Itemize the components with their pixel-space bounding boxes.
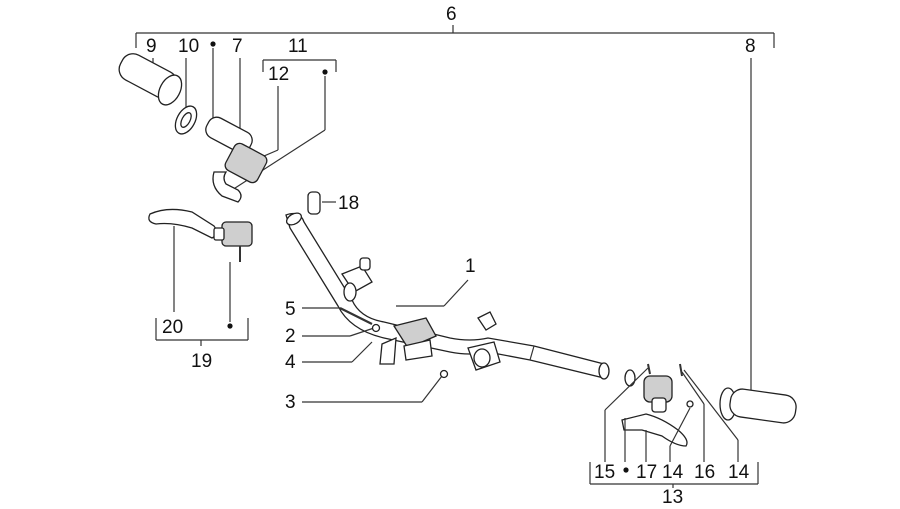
label-9: 9 [146, 36, 157, 57]
handlebar-tube [285, 191, 610, 380]
label-11: 11 [288, 36, 308, 57]
leader-4-b [351, 341, 373, 363]
screw-15 [647, 363, 651, 375]
label-7: 7 [232, 36, 243, 57]
right-brake-lever [621, 413, 688, 447]
left-grip [118, 53, 183, 106]
marker-dot-10 [210, 41, 216, 47]
leader-2-b [349, 327, 375, 337]
label-15: 15 [594, 462, 615, 483]
label-12: 12 [268, 64, 289, 85]
label-10: 10 [178, 36, 199, 57]
label-6: 6 [446, 4, 457, 25]
washer-hole [180, 112, 192, 128]
group-19-bracket [155, 318, 249, 346]
label-4: 4 [285, 352, 296, 373]
label-13: 13 [662, 487, 683, 508]
right-master-cylinder [643, 375, 673, 413]
washer-2 [371, 323, 381, 333]
group-11-bracket [262, 59, 337, 72]
marker-dot-19 [227, 323, 233, 329]
leader-3-b [421, 375, 443, 403]
throttle-housing [212, 142, 268, 203]
label-17: 17 [636, 462, 657, 483]
label-5: 5 [285, 299, 296, 320]
left-master-cylinder [213, 221, 253, 262]
label-3: 3 [285, 392, 296, 413]
label-2: 2 [285, 326, 296, 347]
screw-16 [679, 363, 683, 377]
marker-dot-13 [623, 467, 629, 473]
label-16: 16 [694, 462, 715, 483]
label-19: 19 [191, 351, 212, 372]
marker-dot-11 [322, 69, 328, 75]
bolt-5 [339, 307, 373, 325]
leader-lines-right [604, 367, 739, 462]
label-14-b: 14 [728, 462, 750, 483]
label-18: 18 [338, 193, 359, 214]
screw-14 [686, 400, 694, 408]
label-14-a: 14 [662, 462, 684, 483]
group-13-bracket [589, 462, 759, 488]
right-grip [719, 387, 797, 424]
label-20: 20 [162, 317, 183, 338]
spacer-ring [624, 369, 636, 387]
left-brake-lever [148, 208, 218, 239]
label-8: 8 [745, 36, 756, 57]
label-1: 1 [465, 256, 476, 277]
leader-1 [443, 279, 469, 307]
group-6-bracket [135, 25, 775, 48]
nut-3 [439, 369, 449, 379]
